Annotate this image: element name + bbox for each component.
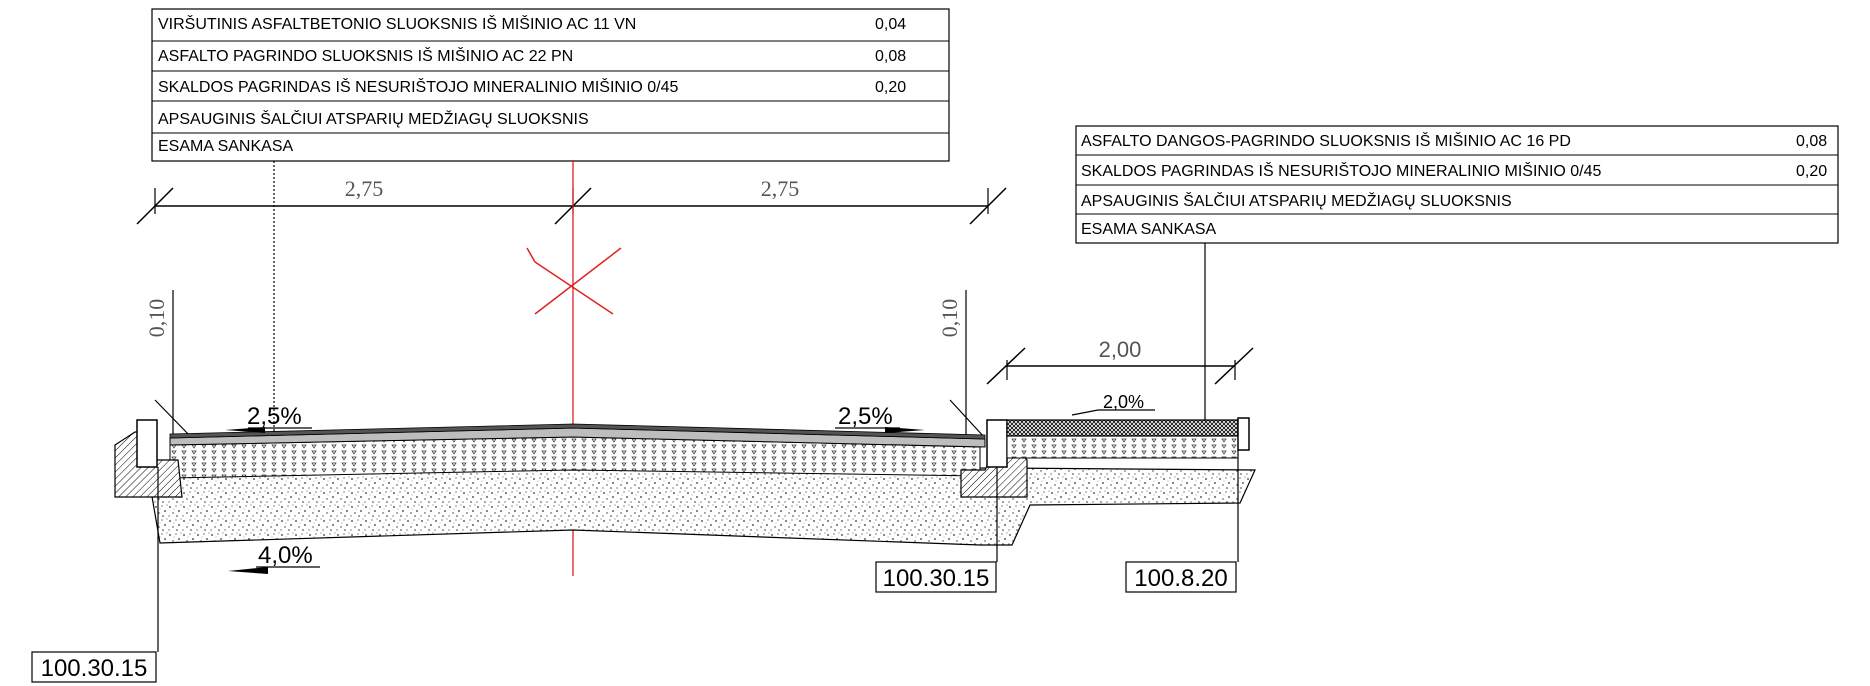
right-lane-width-label: 2,75 <box>761 176 800 201</box>
right-table-row-label: APSAUGINIS ŠALČIUI ATSPARIŲ MEDŽIAGŲ SLU… <box>1081 191 1512 210</box>
sidewalk-dimension-line <box>986 347 1254 385</box>
left-table-row-label: ESAMA SANKASA <box>158 138 293 155</box>
left-curb-code: 100.30.15 <box>41 655 148 682</box>
right-lane-slope-label: 2,5% <box>838 403 893 430</box>
left-curb-tick <box>154 399 193 439</box>
right-curb-code-box <box>875 561 997 593</box>
left-table-row-value: 0,08 <box>875 48 906 65</box>
right-curb-height-label: 0,10 <box>937 299 962 338</box>
left-table-row-label: ASFALTO PAGRINDO SLUOKSNIS IŠ MIŠINIO AC… <box>158 46 573 65</box>
sidewalk-edge-stone <box>1237 417 1250 451</box>
left-curb-stone <box>136 419 158 468</box>
right-table-row-label: ESAMA SANKASA <box>1081 221 1216 238</box>
left-table-row-label: SKALDOS PAGRINDAS IŠ NESURIŠTOJO MINERAL… <box>158 77 679 96</box>
subgrade-slope-label: 4,0% <box>258 542 313 569</box>
right-curb-stone <box>986 419 1008 468</box>
right-curb-tick <box>949 399 986 439</box>
left-lane-slope-arrow <box>225 427 265 433</box>
left-table-row-label: VIRŠUTINIS ASFALTBETONIO SLUOKSNIS IŠ MI… <box>158 14 636 33</box>
asphalt-wearing-course <box>169 423 986 440</box>
sidewalk-edge-code-box <box>1125 561 1237 593</box>
right-lane-slope-arrow <box>885 427 925 433</box>
left-curb-height-label: 0,10 <box>144 299 169 338</box>
right-table-row-label: SKALDOS PAGRINDAS IŠ NESURIŠTOJO MINERAL… <box>1081 161 1602 180</box>
sidewalk-crushed-stone <box>1006 435 1239 459</box>
sidewalk-width-label: 2,00 <box>1099 337 1142 362</box>
left-lane-slope-label: 2,5% <box>247 403 302 430</box>
frost-protection-layer <box>149 464 1256 546</box>
sidewalk-slope-label: 2,0% <box>1103 392 1144 412</box>
right-table-row-value: 0,20 <box>1796 163 1827 180</box>
right-table-row-label: ASFALTO DANGOS-PAGRINDO SLUOKSNIS IŠ MIŠ… <box>1081 131 1571 150</box>
left-table-row-value: 0,20 <box>875 79 906 96</box>
right-table-row-value: 0,08 <box>1796 133 1827 150</box>
right-layer-table: ASFALTO DANGOS-PAGRINDO SLUOKSNIS IŠ MIŠ… <box>1075 125 1839 244</box>
left-curb-code-box <box>31 651 157 683</box>
subgrade-slope-arrow <box>228 567 268 574</box>
sidewalk-edge-code: 100.8.20 <box>1134 565 1227 592</box>
sidewalk-asphalt-layer <box>1006 419 1239 437</box>
right-curb-code: 100.30.15 <box>883 565 990 592</box>
left-layer-table: VIRŠUTINIS ASFALTBETONIO SLUOKSNIS IŠ MI… <box>151 8 950 162</box>
left-table-row-label: APSAUGINIS ŠALČIUI ATSPARIŲ MEDŽIAGŲ SLU… <box>158 109 589 128</box>
left-table-row-value: 0,04 <box>875 16 906 33</box>
left-lane-width-label: 2,75 <box>345 176 384 201</box>
lane-dimension-line <box>136 187 1007 225</box>
sidewalk-slope-arrow <box>1071 409 1099 416</box>
